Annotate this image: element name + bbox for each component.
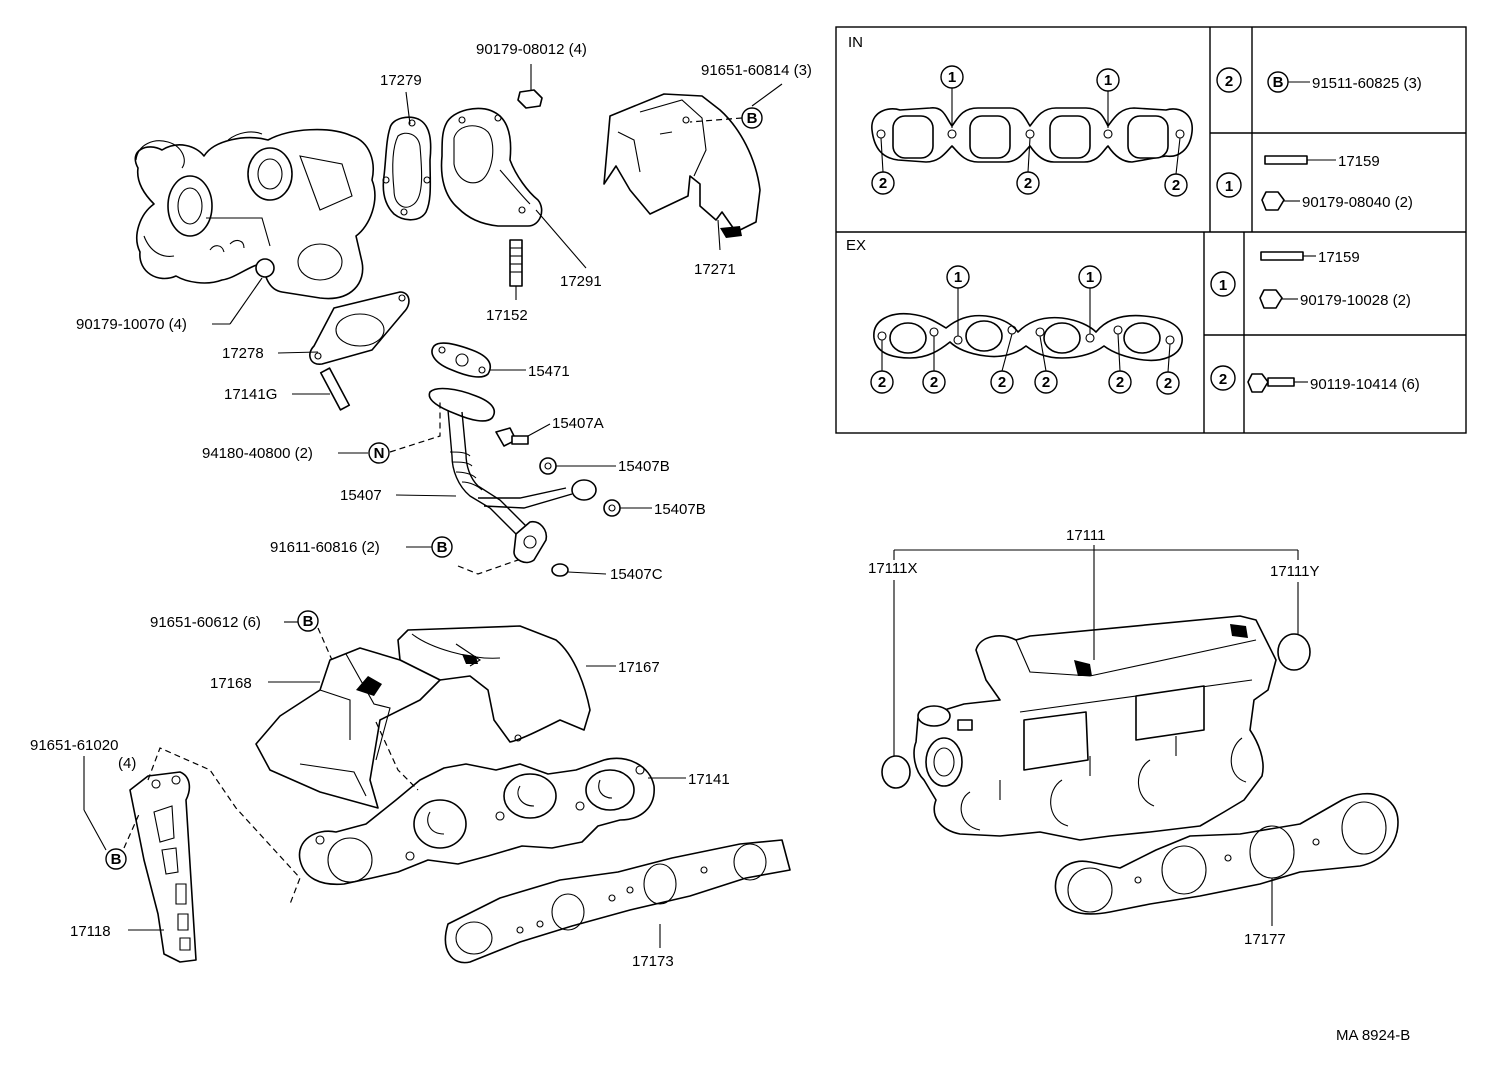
callout-17167: 17167 bbox=[618, 659, 660, 676]
marker-b: B bbox=[111, 851, 122, 868]
ex-callout-1a: 1 bbox=[954, 269, 962, 286]
callout-91651-60814: 91651-60814 (3) bbox=[701, 62, 812, 79]
ex-label: EX bbox=[846, 237, 866, 254]
svg-text:2: 2 bbox=[1116, 374, 1124, 391]
ex-row1-stud: 17159 bbox=[1318, 249, 1360, 266]
in-label: IN bbox=[848, 34, 863, 51]
callout-90179-08012: 90179-08012 (4) bbox=[476, 41, 587, 58]
ex-callouts-2: 2 2 2 2 2 2 bbox=[870, 333, 1180, 395]
callout-17111x: 17111X bbox=[868, 560, 918, 577]
callout-17173: 17173 bbox=[632, 953, 674, 970]
ex-row1-nut: 90179-10028 (2) bbox=[1300, 292, 1411, 309]
gasket-15471 bbox=[431, 342, 492, 378]
marker-b-table: B bbox=[1273, 74, 1284, 91]
key-1-ex: 1 bbox=[1219, 277, 1227, 294]
callout-15407c: 15407C bbox=[610, 566, 663, 583]
callout-17141: 17141 bbox=[688, 771, 730, 788]
in-row2-part: 91511-60825 (3) bbox=[1312, 75, 1422, 92]
callout-17278: 17278 bbox=[222, 345, 264, 362]
plug-17111x bbox=[881, 755, 911, 789]
in-callout-2a: 2 bbox=[879, 175, 887, 192]
nut-icon bbox=[1261, 191, 1285, 211]
callout-91651-61020-qty: (4) bbox=[118, 755, 136, 772]
plug-17111y bbox=[1277, 633, 1311, 671]
callout-17141g: 17141G bbox=[224, 386, 277, 403]
callout-17291: 17291 bbox=[560, 273, 602, 290]
ex-callout-1b: 1 bbox=[1086, 269, 1094, 286]
marker-b: B bbox=[303, 613, 314, 630]
callout-17168: 17168 bbox=[210, 675, 252, 692]
callout-91651-60612: 91651-60612 (6) bbox=[150, 614, 261, 631]
callout-15407a: 15407A bbox=[552, 415, 604, 432]
intake-manifold-17111 bbox=[913, 615, 1277, 841]
washer-15407b bbox=[603, 499, 621, 517]
manifold-stay-17118 bbox=[129, 771, 197, 963]
in-row1-nut: 90179-08040 (2) bbox=[1302, 194, 1413, 211]
callout-91611-60816: 91611-60816 (2) bbox=[270, 539, 380, 556]
callout-15471: 15471 bbox=[528, 363, 570, 380]
table-frame bbox=[835, 26, 1467, 434]
ex-row2-bolt: 90119-10414 (6) bbox=[1310, 376, 1420, 393]
nut-90179-08012 bbox=[517, 89, 543, 109]
key-2-ex: 2 bbox=[1219, 371, 1227, 388]
callout-17118: 17118 bbox=[70, 923, 111, 940]
callout-17111y: 17111Y bbox=[1270, 563, 1320, 580]
nut-icon bbox=[1259, 289, 1283, 309]
callout-90179-10070: 90179-10070 (4) bbox=[76, 316, 187, 333]
in-row1-stud: 17159 bbox=[1338, 153, 1380, 170]
key-1-in: 1 bbox=[1225, 178, 1233, 195]
callout-15407b-2: 15407B bbox=[654, 501, 706, 518]
svg-text:2: 2 bbox=[930, 374, 938, 391]
insulator-17271 bbox=[603, 93, 761, 233]
bolt-icon bbox=[1247, 373, 1269, 393]
marker-b: B bbox=[747, 110, 758, 127]
callout-91651-61020: 91651-61020 bbox=[30, 737, 118, 754]
oring-15407c bbox=[551, 563, 569, 577]
callout-15407: 15407 bbox=[340, 487, 382, 504]
svg-text:2: 2 bbox=[878, 374, 886, 391]
svg-text:2: 2 bbox=[1164, 375, 1172, 392]
fastener-table: IN EX 1 1 2 2 2 bbox=[835, 26, 1467, 434]
callout-17177: 17177 bbox=[1244, 931, 1286, 948]
in-callout-1b: 1 bbox=[1104, 72, 1112, 89]
exhaust-manifold-17141 bbox=[298, 757, 655, 886]
stud-icon bbox=[1264, 155, 1308, 165]
gasket-17173 bbox=[444, 839, 791, 964]
svg-text:2: 2 bbox=[1042, 374, 1050, 391]
elbow-17291 bbox=[440, 107, 543, 227]
svg-text:2: 2 bbox=[998, 374, 1006, 391]
key-2-in: 2 bbox=[1225, 73, 1233, 90]
ex-gasket-drawing bbox=[873, 312, 1183, 362]
nut-icon bbox=[255, 258, 275, 278]
stud-17141g bbox=[319, 367, 351, 411]
turbocharger-drawing bbox=[134, 128, 376, 300]
callout-15407b-1: 15407B bbox=[618, 458, 670, 475]
marker-b: B bbox=[437, 539, 448, 556]
washer-15407b bbox=[539, 457, 557, 475]
in-callout-2b: 2 bbox=[1024, 175, 1032, 192]
in-callout-2c: 2 bbox=[1172, 177, 1180, 194]
callout-17279: 17279 bbox=[380, 72, 422, 89]
gasket-17278 bbox=[309, 291, 410, 365]
gasket-17279 bbox=[382, 116, 432, 221]
callout-17152: 17152 bbox=[486, 307, 528, 324]
stud-17152 bbox=[509, 239, 523, 287]
oil-pipe-15407 bbox=[428, 387, 597, 564]
marker-n: N bbox=[374, 445, 385, 462]
in-gasket-drawing bbox=[871, 107, 1193, 163]
callout-17271: 17271 bbox=[694, 261, 736, 278]
heat-insulators bbox=[255, 625, 591, 809]
diagram-code: MA 8924-B bbox=[1336, 1027, 1410, 1044]
callout-94180-40800: 94180-40800 (2) bbox=[202, 445, 313, 462]
stud-icon bbox=[1260, 251, 1304, 261]
callout-17111: 17111 bbox=[1066, 527, 1106, 544]
in-callout-1a: 1 bbox=[948, 69, 956, 86]
